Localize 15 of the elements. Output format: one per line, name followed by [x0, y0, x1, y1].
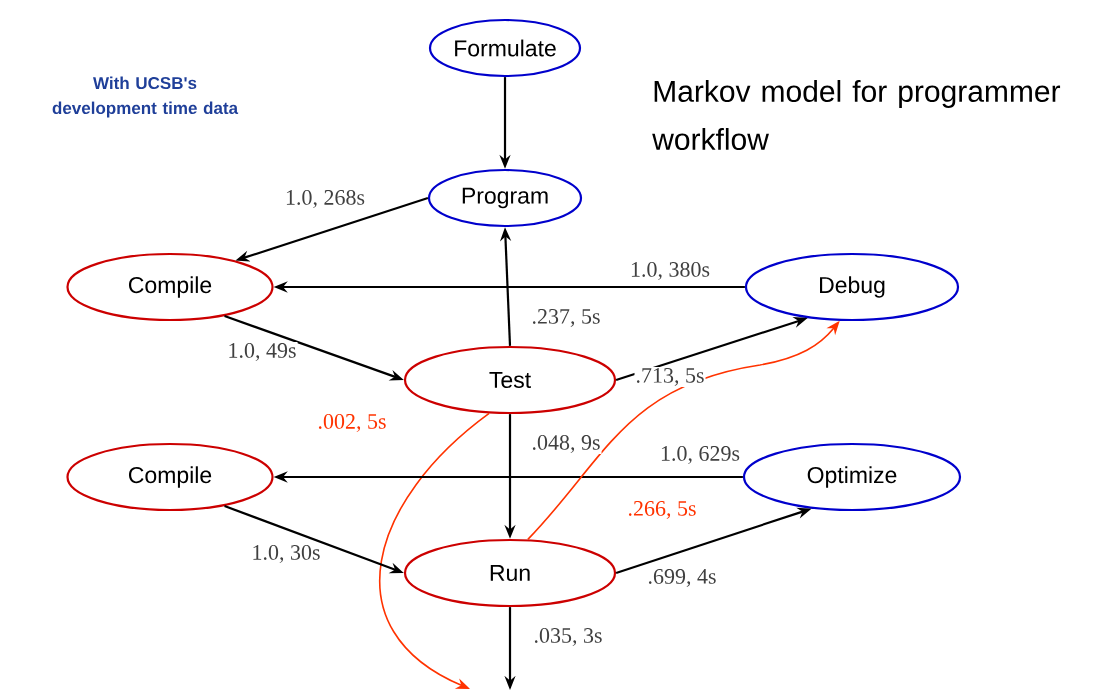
edge-label: .237, 5s [530, 308, 602, 328]
edge-label: .035, 3s [532, 627, 604, 647]
arrow [379, 412, 490, 689]
edge-label: .713, 5s [634, 367, 706, 387]
edge-label: 1.0, 268s [283, 189, 367, 209]
edge-label: .266, 5s [626, 500, 698, 520]
edge-label: .002, 5s [316, 413, 388, 433]
title: Markov model for programmer workflow [652, 80, 1061, 150]
edge-label: 1.0, 30s [250, 544, 322, 564]
edge-label: 1.0, 49s [226, 342, 298, 362]
edge-label: .048, 9s [530, 434, 602, 454]
edge-label: 1.0, 380s [629, 261, 712, 281]
note: With UCSB's development time data [52, 76, 239, 118]
edge-label: .699, 4s [646, 568, 718, 588]
edge-label: 1.0, 629s [659, 445, 742, 465]
